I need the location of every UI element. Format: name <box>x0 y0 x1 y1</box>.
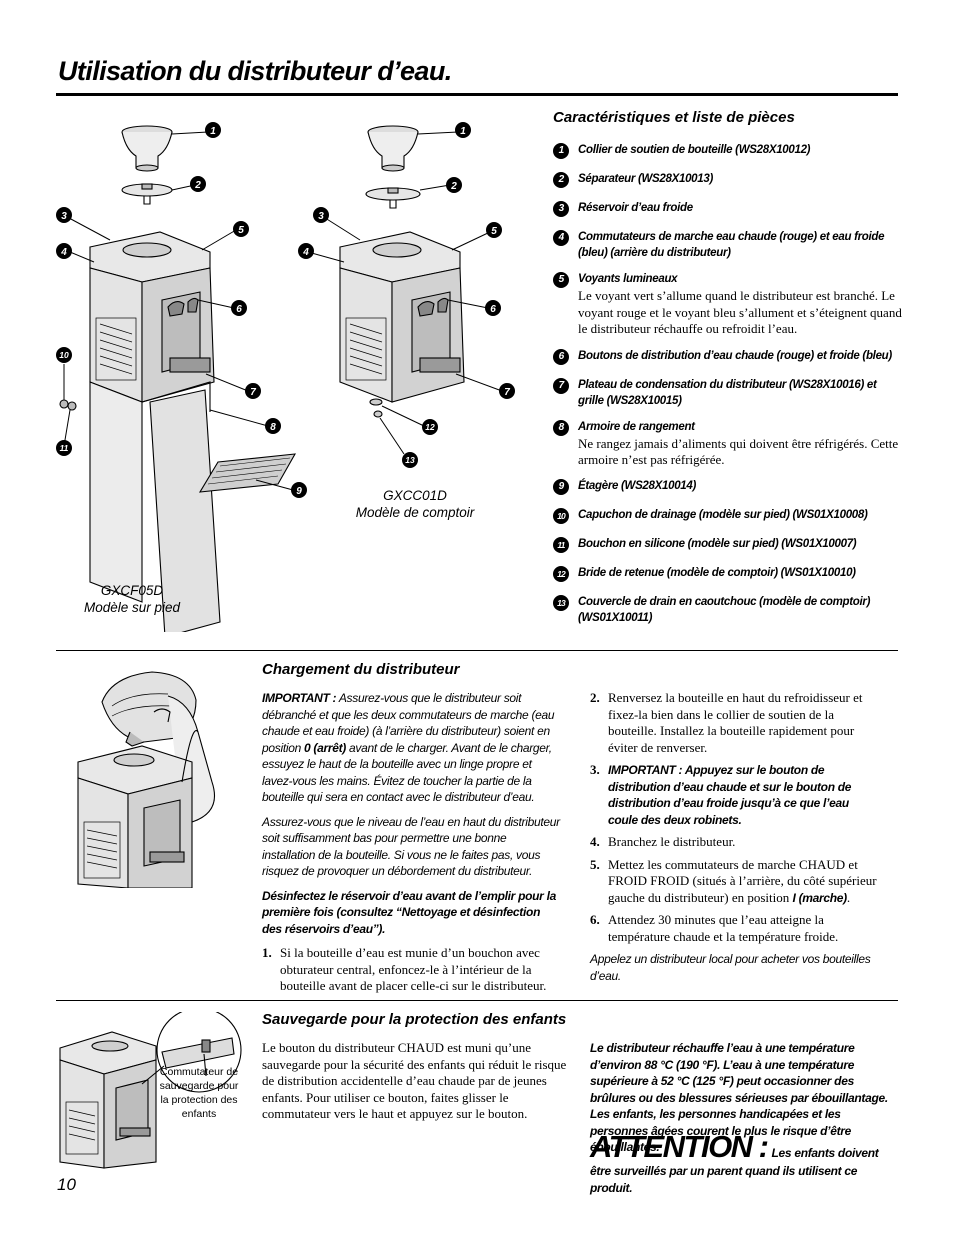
floor-model-name: Modèle sur pied <box>83 600 181 615</box>
loading-column-left: IMPORTANT : Assurez-vous que le distribu… <box>262 690 562 1001</box>
attention-text: Les enfants doivent être surveillés par … <box>590 1146 879 1195</box>
floor-model-code: GXCF05D <box>100 583 164 598</box>
step-item: 6.Attendez 30 minutes que l’eau atteigne… <box>590 912 839 944</box>
svg-text:11: 11 <box>60 443 69 453</box>
svg-text:6: 6 <box>490 304 496 315</box>
section-divider <box>56 1000 898 1001</box>
dispenser-parts-diagram: 1 2 3 4 5 6 7 8 9 10 11 1 2 3 4 5 6 7 12… <box>56 122 515 632</box>
floor-model-caption: GXCF05D Modèle sur pied <box>70 582 194 616</box>
scald-warning: Le distributeur réchauffe l’eau à une te… <box>590 1041 888 1154</box>
svg-text:7: 7 <box>250 387 256 398</box>
step-item: 5.Mettez les commutateurs de marche CHAU… <box>590 856 877 905</box>
features-heading: Caractéristiques et liste de pièces <box>553 109 795 126</box>
svg-text:12: 12 <box>425 422 435 432</box>
counter-model-name: Modèle de comptoir <box>355 505 475 520</box>
important-paragraph: IMPORTANT : Assurez-vous que le distribu… <box>262 691 555 804</box>
svg-text:1: 1 <box>460 126 466 137</box>
svg-text:1: 1 <box>210 126 216 137</box>
water-level-paragraph: Assurez-vous que le niveau de l’eau en h… <box>262 814 560 879</box>
svg-text:6: 6 <box>236 304 242 315</box>
svg-text:2: 2 <box>194 180 201 191</box>
svg-text:9: 9 <box>296 486 302 497</box>
bottle-loading-illustration <box>77 671 216 888</box>
svg-text:3: 3 <box>61 211 67 222</box>
attention-notice: ATTENTION : Les enfants doivent être sur… <box>590 1131 890 1197</box>
loading-column-right: 2.Renversez la bouteille en haut du refr… <box>590 690 880 984</box>
svg-text:8: 8 <box>270 422 276 433</box>
page-title: Utilisation du distributeur d’eau. <box>58 56 452 86</box>
step-item: 4.Branchez le distributeur. <box>590 834 736 849</box>
svg-text:4: 4 <box>60 247 67 258</box>
disinfect-paragraph: Désinfectez le réservoir d’eau avant de … <box>262 888 556 936</box>
svg-text:10: 10 <box>59 350 69 360</box>
safety-switch-caption: Commutateur de sauvegarde pour la protec… <box>159 1066 239 1120</box>
counter-model-code: GXCC01D <box>383 488 447 503</box>
step-item: 2.Renversez la bouteille en haut du refr… <box>590 690 863 755</box>
svg-text:4: 4 <box>302 247 309 258</box>
svg-text:13: 13 <box>405 455 415 465</box>
safety-body: Le bouton du distributeur CHAUD est muni… <box>262 1040 567 1121</box>
child-safety-illustration <box>59 1012 242 1169</box>
svg-text:7: 7 <box>504 387 510 398</box>
attention-label: ATTENTION : <box>590 1129 769 1164</box>
svg-text:5: 5 <box>238 225 244 236</box>
svg-text:3: 3 <box>318 211 324 222</box>
svg-text:2: 2 <box>450 181 457 192</box>
svg-text:5: 5 <box>491 226 497 237</box>
title-rule <box>56 93 898 96</box>
step-item: 3.IMPORTANT : Appuyez sur le bouton de d… <box>590 762 852 827</box>
bottle-purchase-note: Appelez un distributeur local pour achet… <box>590 952 871 983</box>
safety-heading: Sauvegarde pour la protection des enfant… <box>262 1011 567 1028</box>
page-number: 10 <box>57 1175 76 1194</box>
step-item: 1.Si la bouteille d’eau est munie d’un b… <box>262 945 547 993</box>
loading-heading: Chargement du distributeur <box>262 661 460 678</box>
section-divider <box>56 650 898 651</box>
counter-model-caption: GXCC01D Modèle de comptoir <box>345 487 485 521</box>
